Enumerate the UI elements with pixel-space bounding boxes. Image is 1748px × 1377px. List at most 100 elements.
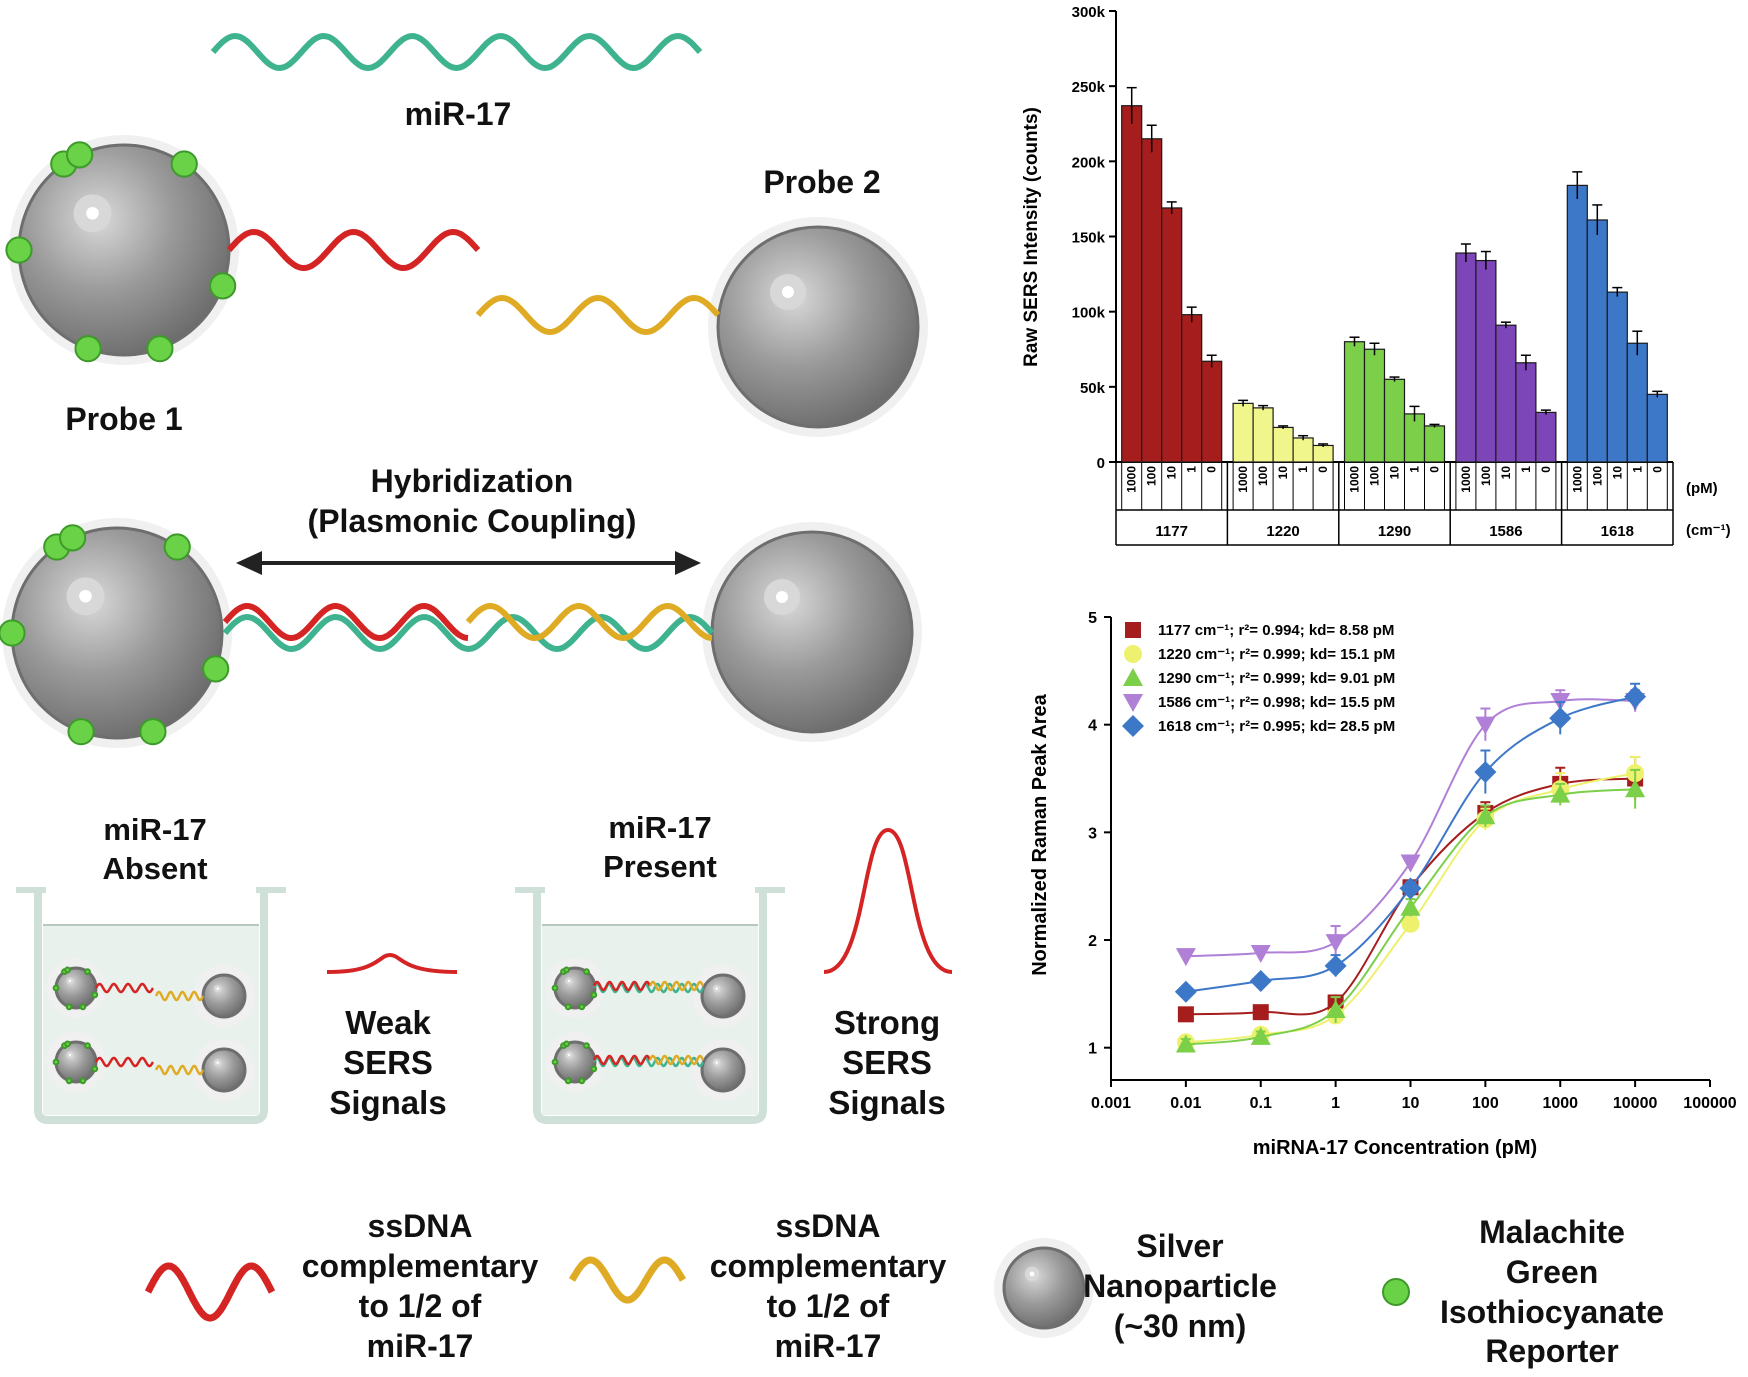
data-point-2-5 (1550, 784, 1571, 803)
reporter-dot (65, 1003, 73, 1011)
bar-1586-0 (1535, 411, 1557, 463)
reporter-dot (64, 1040, 71, 1048)
data-point-4-0 (1174, 980, 1197, 1003)
legend-yellow-line4: miR-17 (775, 1328, 882, 1364)
legend-np-line3: (~30 nm) (1114, 1308, 1246, 1344)
hybrid-yellow-strand (465, 602, 713, 642)
bar-1618-10 (1606, 291, 1628, 463)
reporter-dot (52, 1058, 60, 1066)
scatter-x-tick-label: 10 (1402, 1095, 1420, 1112)
bar-1618-0 (1646, 393, 1668, 463)
reporter-dot (52, 984, 60, 992)
bar-1290-100 (1363, 348, 1386, 463)
highlight-dot (715, 987, 718, 990)
present-label-line2: Present (603, 849, 717, 884)
silver-sphere (1002, 1246, 1086, 1330)
legend-reporter-line1: Malachite (1479, 1214, 1625, 1250)
mini-red (592, 1054, 652, 1066)
silver-sphere (700, 1047, 746, 1093)
reporter-dot (91, 1065, 99, 1073)
wavenumber-label-1177: 1177 (1155, 523, 1188, 540)
data-point-2-2 (1325, 1000, 1346, 1019)
legend-marker-4 (1122, 715, 1144, 737)
data-point-0-0 (1177, 1006, 1194, 1023)
scatter-y-tick-label: 3 (1088, 825, 1097, 842)
conc-unit-label: (pM) (1686, 480, 1718, 497)
data-point-4-6 (1624, 685, 1647, 708)
conc-label: 1000 (1125, 466, 1139, 493)
data-point-4-1 (1249, 969, 1272, 992)
legend-yellow-line3: to 1/2 of (767, 1288, 890, 1324)
bar-1618-1000 (1566, 184, 1588, 463)
bar-1290-0 (1423, 425, 1446, 463)
bar-y-tick-label: 100k (1072, 305, 1106, 322)
weak-line3: Signals (329, 1084, 446, 1121)
bar-y-tick-label: 0 (1097, 455, 1105, 472)
scatter-y-axis-label: Normalized Raman Peak Area (1029, 693, 1051, 975)
highlight-dot (68, 1053, 72, 1057)
legend-reporter-line2: Green (1506, 1254, 1598, 1290)
legend-red-strand-icon (144, 1262, 276, 1322)
mir17-top-label: miR-17 (405, 96, 512, 132)
probe2-yellow-strand (475, 294, 721, 336)
wavenumber-label-1290: 1290 (1378, 523, 1411, 540)
bar-y-tick-label: 200k (1072, 154, 1106, 171)
reporter-dot (583, 1042, 590, 1050)
bar-1618-1 (1626, 342, 1648, 463)
probe1-nanoparticle (5, 135, 239, 365)
data-point-2-3 (1400, 897, 1421, 916)
reporter-dot (64, 966, 71, 974)
bar-chart: Raw SERS Intensity (counts) 050k100k150k… (1021, 4, 1731, 546)
data-point-2-0 (1175, 1034, 1196, 1053)
mini-yellow (648, 980, 705, 992)
weak-line1: Weak (345, 1004, 431, 1041)
mini-red (94, 1056, 155, 1068)
bar-1220-1000 (1232, 402, 1254, 463)
silver-sphere (553, 966, 597, 1010)
conc-label: 0 (1428, 466, 1442, 473)
reporter-dot (84, 968, 91, 976)
reporter-dot (79, 1003, 87, 1011)
data-point-4-4 (1474, 761, 1497, 784)
conc-label: 1 (1296, 466, 1310, 473)
strong-line1: Strong (834, 1004, 940, 1041)
bar-y-tick-label: 50k (1080, 380, 1106, 397)
silver-sphere (201, 1047, 247, 1093)
probe1-red-strand (226, 228, 481, 272)
reporter-dot (583, 968, 590, 976)
strong-line3: Signals (828, 1084, 945, 1121)
weak-signal-curve (326, 952, 458, 974)
highlight-dot (68, 979, 72, 983)
conc-label: 10 (1165, 466, 1179, 480)
data-point-1-3 (1401, 914, 1420, 933)
legend-entry-4: 1618 cm⁻¹; r²= 0.995; kd= 28.5 pM (1158, 718, 1395, 735)
reporter-dot (563, 1040, 570, 1048)
legend-red-line2: complementary (302, 1248, 539, 1284)
data-point-2-6 (1625, 779, 1646, 798)
reporter-dot (202, 655, 230, 683)
weak-line2: SERS (343, 1044, 433, 1081)
reporter-dot (59, 524, 87, 552)
bar-y-tick-label: 250k (1072, 79, 1106, 96)
bar-1220-0 (1312, 444, 1334, 463)
absent-label-line2: Absent (102, 851, 207, 886)
well-absent (16, 887, 286, 1124)
highlight-dot (782, 286, 794, 298)
reporter-dot (590, 1065, 598, 1073)
plasmonic-coupling-label: (Plasmonic Coupling) (308, 503, 637, 539)
conc-label: 1 (1408, 466, 1422, 473)
conc-label: 0 (1316, 466, 1330, 473)
well-wall (34, 890, 268, 1124)
reporter-dot (209, 272, 237, 300)
highlight-dot (567, 1053, 571, 1057)
data-point-3-0 (1175, 948, 1196, 967)
legend-np-line2: Nanoparticle (1083, 1268, 1277, 1304)
conc-label: 100 (1145, 466, 1159, 486)
highlight-dot (715, 1061, 718, 1064)
scatter-x-tick-label: 100000 (1683, 1095, 1736, 1112)
mini-yellow (648, 1054, 705, 1066)
mini-red (94, 982, 155, 994)
mini-red (592, 980, 652, 992)
bar-1177-0 (1201, 360, 1223, 463)
